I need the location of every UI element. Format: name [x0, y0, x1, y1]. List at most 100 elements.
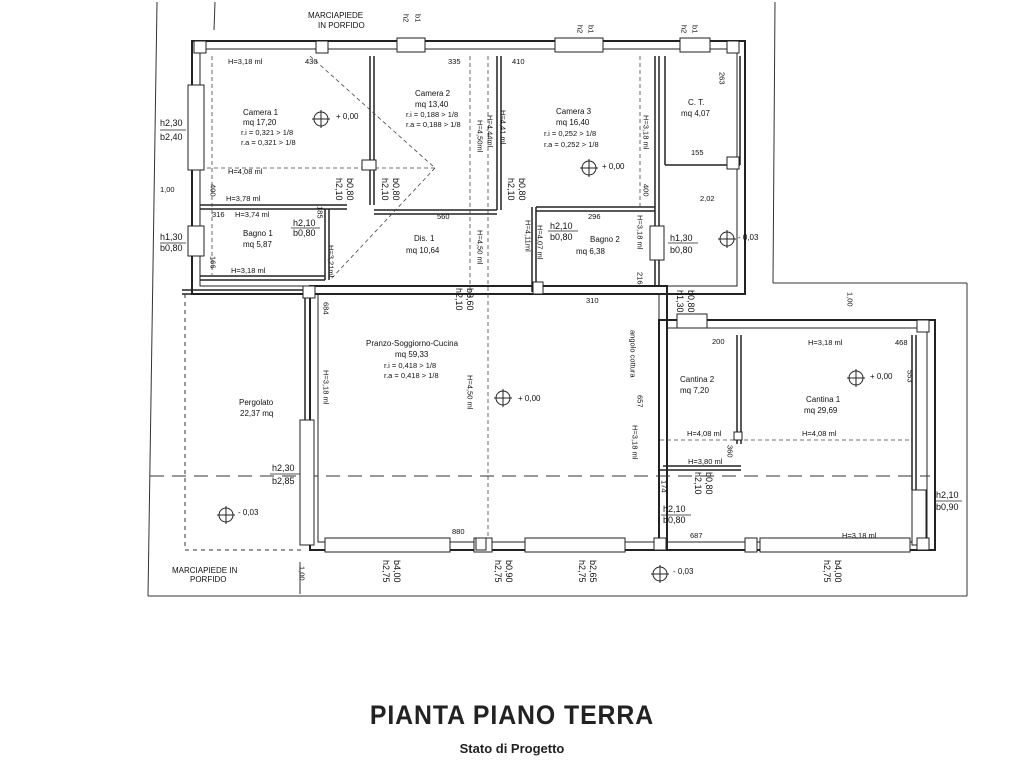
svg-text:b2,65: b2,65 — [588, 560, 598, 583]
room-name: Camera 3 — [556, 107, 592, 116]
svg-text:1,00: 1,00 — [160, 185, 175, 194]
svg-text:h2,10: h2,10 — [454, 288, 464, 311]
svg-text:684: 684 — [322, 302, 331, 315]
svg-text:400: 400 — [209, 184, 218, 197]
svg-text:H=3,18 ml: H=3,18 ml — [642, 115, 651, 150]
svg-text:b0,80: b0,80 — [345, 178, 355, 201]
windows — [187, 37, 927, 553]
room-ra: r.a = 0,188 > 1/8 — [406, 120, 461, 129]
svg-text:h2,10: h2,10 — [663, 504, 686, 514]
dimension-labels: 430 335 410 263 155 400 400 316 185 560 … — [160, 57, 915, 581]
room-name: Pranzo-Soggiorno-Cucina — [366, 339, 459, 348]
svg-text:216: 216 — [636, 272, 645, 285]
street-label-top-2: IN PORFIDO — [318, 21, 365, 30]
room-name: Bagno 2 — [590, 235, 620, 244]
svg-text:b0,80: b0,80 — [293, 228, 316, 238]
room-area: mq 4,07 — [681, 109, 710, 118]
svg-text:b0,80: b0,80 — [670, 245, 693, 255]
svg-text:H=4,41 ml: H=4,41 ml — [499, 110, 508, 145]
svg-text:b1: b1 — [587, 25, 596, 33]
level-marker-bottom — [651, 565, 669, 583]
svg-text:553: 553 — [906, 370, 915, 383]
level-marker-cantina1 — [847, 369, 865, 387]
room-name: Camera 2 — [415, 89, 451, 98]
svg-text:h2,10: h2,10 — [506, 178, 516, 201]
street-label-top-1: MARCIAPIEDE — [308, 11, 363, 20]
dashed-lines — [207, 55, 912, 550]
street-label-bottom-2: PORFIDO — [190, 575, 226, 584]
svg-text:H=4,07 ml: H=4,07 ml — [536, 225, 545, 260]
room-dis1: Dis. 1 mq 10,64 — [406, 234, 440, 255]
room-area: mq 13,40 — [415, 100, 449, 109]
svg-text:b0,80: b0,80 — [160, 243, 183, 253]
room-area: 22,37 mq — [240, 409, 273, 418]
svg-text:b3,60: b3,60 — [465, 288, 475, 311]
room-ct: C. T. mq 4,07 — [681, 98, 710, 118]
svg-text:h2,10: h2,10 — [693, 472, 703, 495]
svg-text:H=3,18 ml: H=3,18 ml — [808, 338, 843, 347]
room-ri: r.i = 0,418 > 1/8 — [384, 361, 436, 370]
svg-text:185: 185 — [316, 206, 325, 219]
room-ri: r.i = 0,321 > 1/8 — [241, 128, 293, 137]
svg-text:H=4,11ml: H=4,11ml — [524, 220, 533, 252]
room-name: C. T. — [688, 98, 704, 107]
level-value: + 0,00 — [870, 372, 893, 381]
svg-text:657: 657 — [636, 395, 645, 408]
svg-text:H=3,74 ml: H=3,74 ml — [235, 210, 270, 219]
svg-text:H=3,18 ml: H=3,18 ml — [636, 215, 645, 250]
pillars — [193, 40, 930, 551]
svg-text:296: 296 — [588, 212, 601, 221]
room-name: Cantina 2 — [680, 375, 715, 384]
room-pergolato: Pergolato 22,37 mq — [239, 398, 274, 418]
room-ri: r.i = 0,252 > 1/8 — [544, 129, 596, 138]
level-value: - 0,03 — [673, 567, 694, 576]
room-area: mq 16,40 — [556, 118, 590, 127]
plan-title-block: PIANTA PIANO TERRA Stato di Progetto — [0, 700, 1024, 756]
room-area: mq 10,64 — [406, 246, 440, 255]
svg-text:H=4,08 ml: H=4,08 ml — [802, 429, 837, 438]
svg-text:h2,75: h2,75 — [493, 560, 503, 583]
svg-text:h2,10: h2,10 — [293, 218, 316, 228]
svg-text:b0,80: b0,80 — [550, 232, 573, 242]
ceiling-heights: H=3,18 ml H=4,08 ml H=3,78 ml H=3,74 ml … — [226, 57, 877, 540]
level-marker-pergolato — [217, 506, 235, 524]
svg-text:h2,75: h2,75 — [822, 560, 832, 583]
svg-text:1,00: 1,00 — [846, 292, 855, 307]
svg-text:687: 687 — [690, 531, 703, 540]
room-name: Dis. 1 — [414, 234, 435, 243]
svg-text:310: 310 — [586, 296, 599, 305]
room-ra: r.a = 0,252 > 1/8 — [544, 140, 599, 149]
svg-text:h2,75: h2,75 — [577, 560, 587, 583]
level-markers — [217, 110, 865, 583]
svg-text:h2: h2 — [576, 25, 585, 33]
room-area: mq 5,87 — [243, 240, 272, 249]
street-label-bottom-1: MARCIAPIEDE IN — [172, 566, 238, 575]
svg-text:b0,90: b0,90 — [504, 560, 514, 583]
property-lines — [147, 1, 968, 597]
room-cantina1: Cantina 1 mq 29,69 — [804, 395, 841, 415]
level-marker-exterior-right — [718, 230, 736, 248]
svg-text:b0,90: b0,90 — [936, 502, 959, 512]
room-name: Pergolato — [239, 398, 274, 407]
svg-text:h2,10: h2,10 — [334, 178, 344, 201]
svg-text:b0,80: b0,80 — [517, 178, 527, 201]
svg-text:h2,30: h2,30 — [272, 463, 295, 473]
svg-text:h2,10: h2,10 — [550, 221, 573, 231]
svg-text:h2,30: h2,30 — [160, 118, 183, 128]
svg-text:H=4,44ml: H=4,44ml — [486, 115, 495, 148]
level-value: + 0,00 — [518, 394, 541, 403]
svg-text:1,00: 1,00 — [298, 566, 307, 581]
opening-sizes: h2,30 b2,40 h1,30 b0,80 h2,10 b0,80 h2,1… — [160, 14, 962, 583]
level-marker-pranzo — [494, 389, 512, 407]
room-ra: r.a = 0,321 > 1/8 — [241, 138, 296, 147]
svg-text:b0,80: b0,80 — [663, 515, 686, 525]
svg-text:H=3,18 ml: H=3,18 ml — [322, 370, 331, 405]
svg-text:b2,40: b2,40 — [160, 132, 183, 142]
room-name: Cantina 1 — [806, 395, 841, 404]
svg-text:b0,80: b0,80 — [686, 290, 696, 313]
svg-text:335: 335 — [448, 57, 461, 66]
plan-subtitle: Stato di Progetto — [459, 741, 565, 756]
room-camera2: Camera 2 mq 13,40 r.i = 0,188 > 1/8 r.a … — [406, 89, 461, 129]
svg-text:H=4,08 ml: H=4,08 ml — [228, 167, 263, 176]
